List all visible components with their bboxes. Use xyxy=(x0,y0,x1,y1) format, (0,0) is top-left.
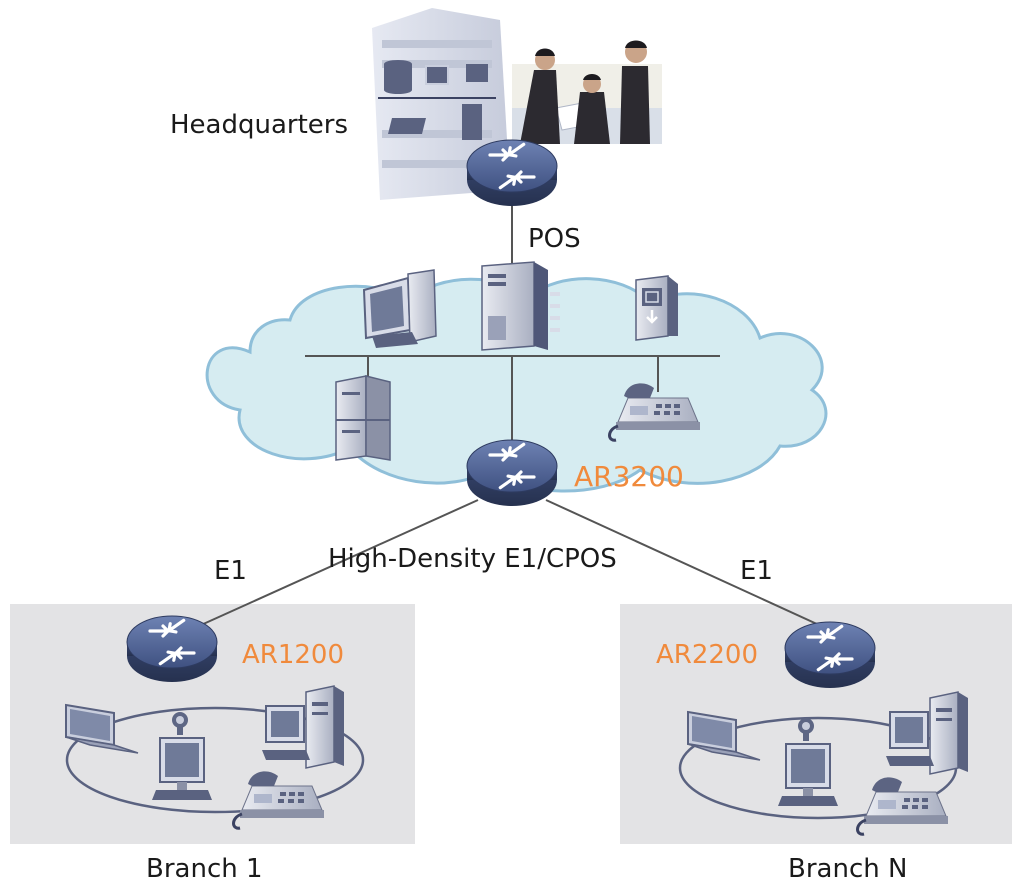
monitor-icon xyxy=(151,737,213,801)
router-icon xyxy=(125,614,219,684)
monitor-icon xyxy=(777,743,839,807)
branch-n-router-label: AR2200 xyxy=(656,640,759,670)
headquarters-label: Headquarters xyxy=(170,110,349,140)
router-icon xyxy=(783,620,877,690)
storage-server-icon xyxy=(335,375,391,461)
e1-link-right xyxy=(545,499,831,631)
firewall-icon xyxy=(635,275,678,341)
branch-n-lan xyxy=(678,691,969,836)
e1-left-label: E1 xyxy=(214,556,247,586)
pos-link-label: POS xyxy=(528,224,581,254)
pc-icon xyxy=(362,269,437,348)
branch-1-router-label: AR1200 xyxy=(242,640,345,670)
router-icon xyxy=(465,438,559,508)
e1-right-label: E1 xyxy=(740,556,773,586)
trunk-label: High-Density E1/CPOS xyxy=(328,544,617,574)
core-router-label: AR3200 xyxy=(574,460,684,493)
branch-1-label: Branch 1 xyxy=(146,854,263,884)
branch-1-lan xyxy=(65,685,365,830)
e1-link-left xyxy=(189,499,479,631)
business-people-photo xyxy=(512,40,662,144)
router-icon xyxy=(465,138,559,208)
branch-n-label: Branch N xyxy=(788,854,908,884)
